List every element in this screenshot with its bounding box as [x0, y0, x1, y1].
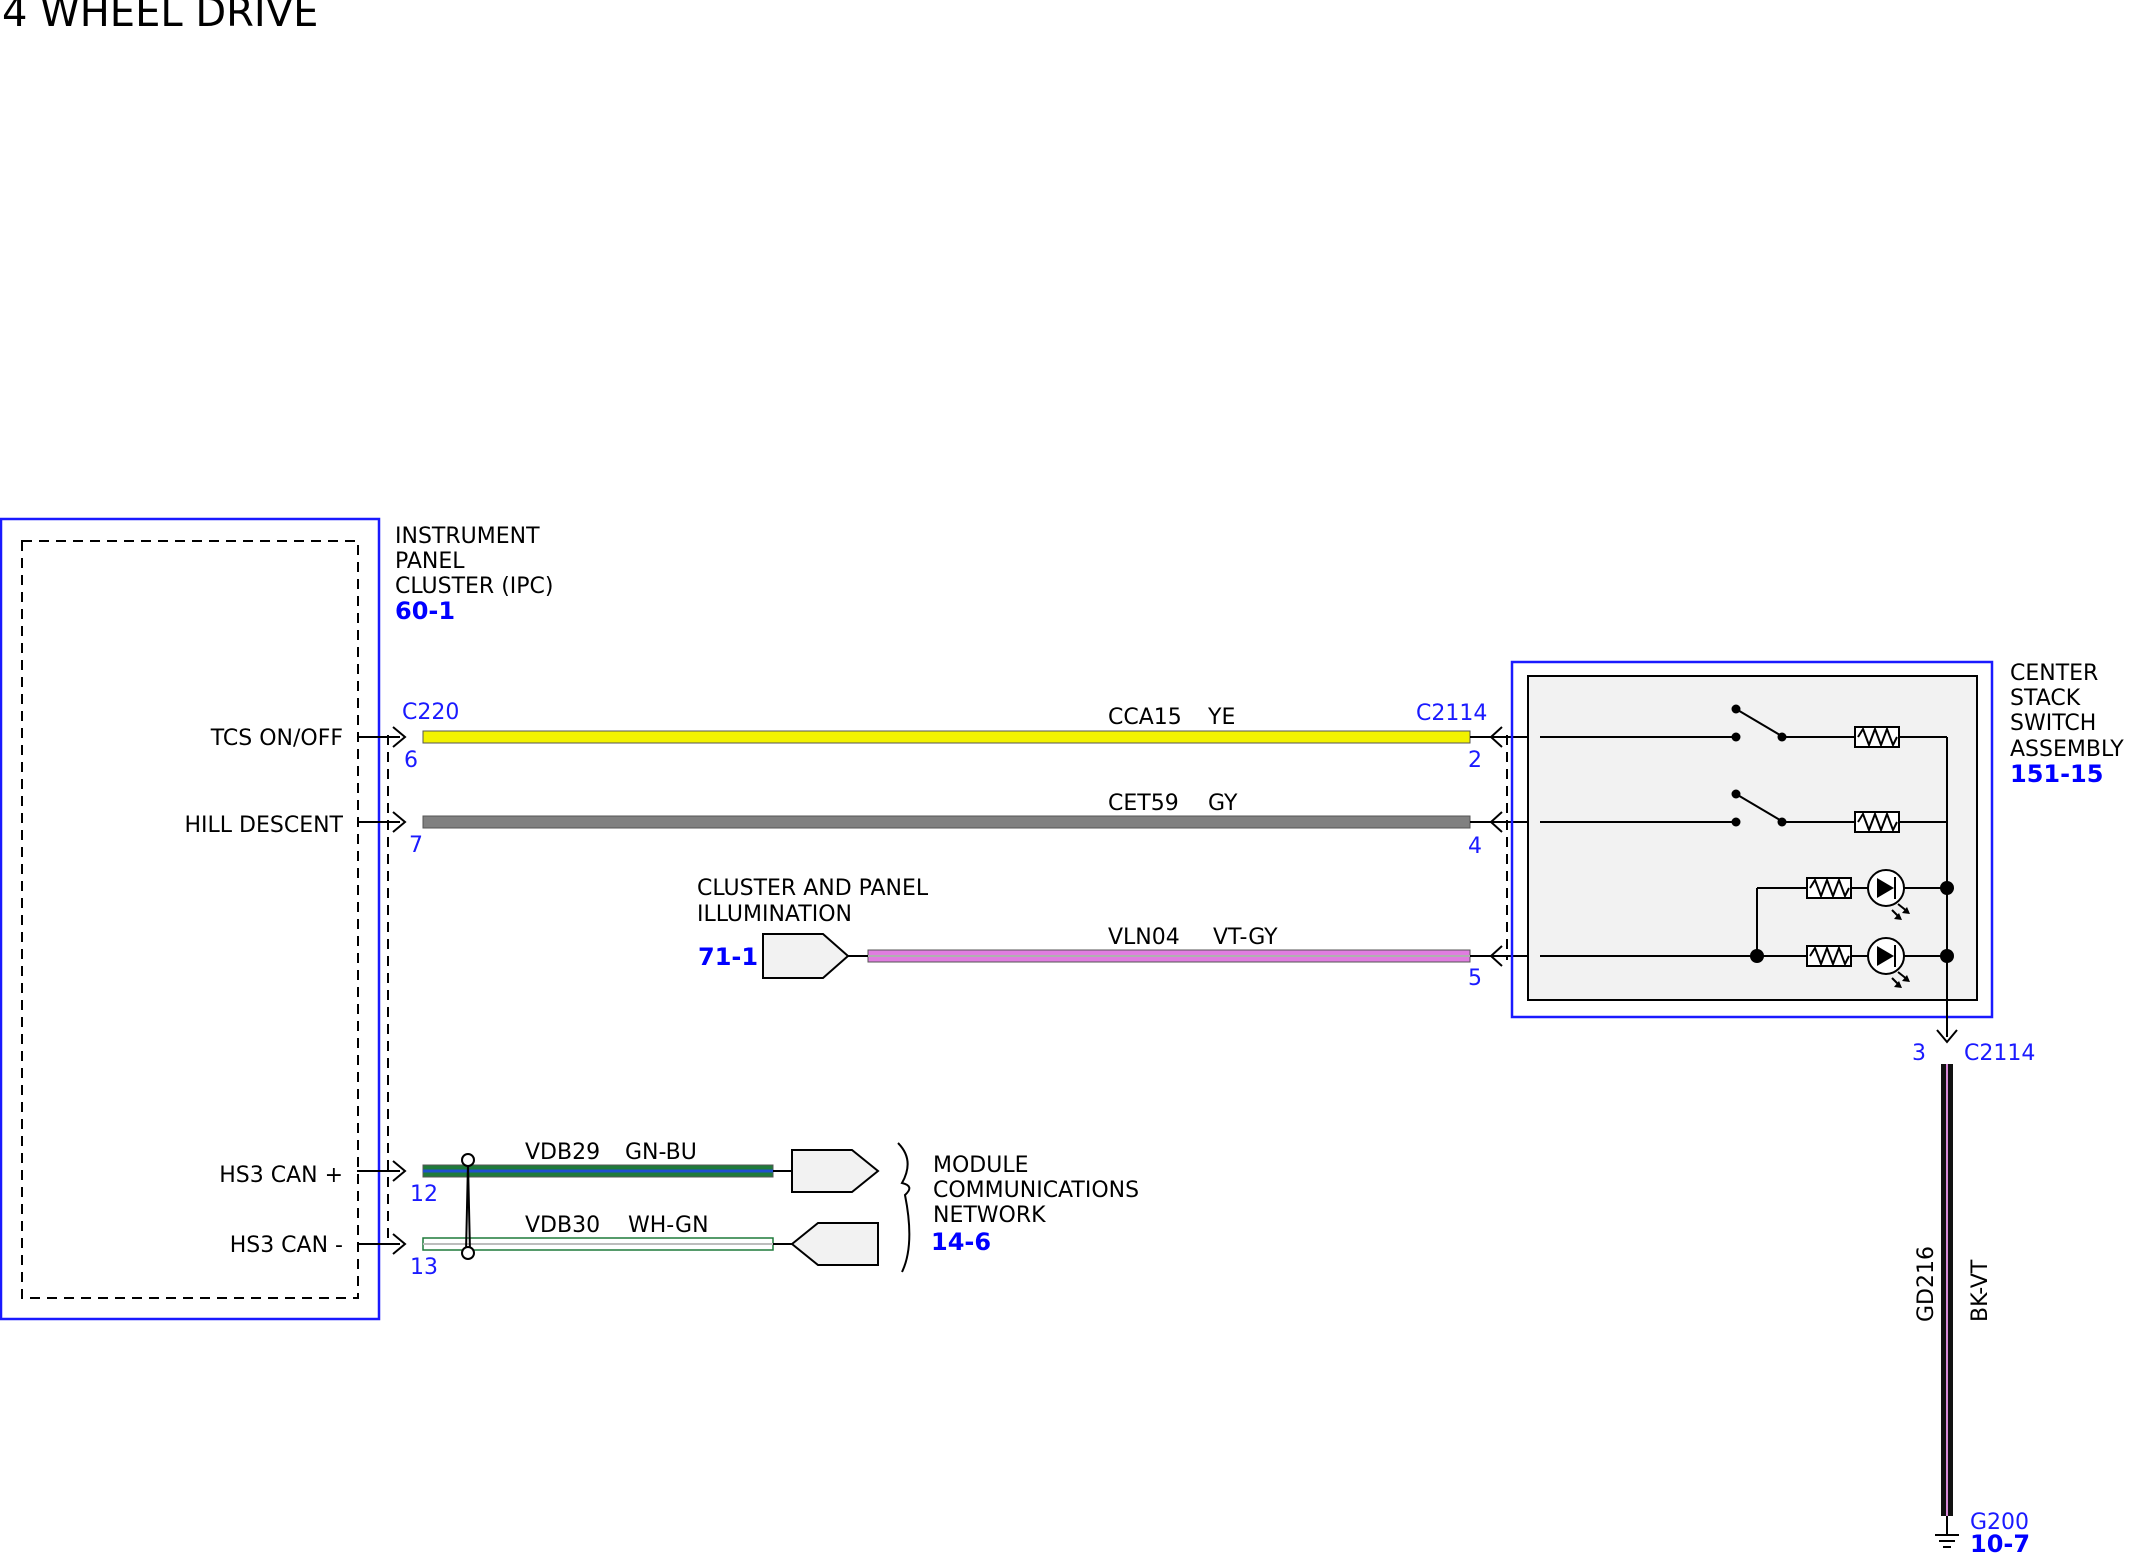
resistor-tcs-icon	[1854, 726, 1900, 748]
c2114-terminals: 2 4 5	[1468, 726, 1540, 991]
wire-gd216-circuit: GD216	[1914, 1246, 1939, 1322]
resistor-led-2-icon	[1806, 945, 1852, 967]
c220-pin-6-terminal	[392, 726, 407, 748]
c2114-pin-4: 4	[1468, 834, 1482, 859]
switch-assembly-ref-link[interactable]: 151-15	[2010, 760, 2103, 788]
wire-cca15-color: YE	[1207, 705, 1235, 730]
c2114-label-top: C2114	[1416, 701, 1487, 726]
network-name-line-1: MODULE	[933, 1153, 1029, 1178]
ground-name: G200	[1970, 1510, 2029, 1535]
ipc-name-line-1: INSTRUMENT	[395, 524, 540, 549]
ground-icon	[1935, 1534, 1959, 1548]
c220-pin-12: 12	[410, 1182, 438, 1207]
wire-cet59-body	[422, 815, 1471, 829]
network-reference[interactable]: MODULE COMMUNICATIONS NETWORK 14-6	[897, 1142, 1139, 1273]
wire-vdb30-color: WH-GN	[628, 1213, 709, 1238]
switch-assembly-outline	[1510, 660, 1994, 1019]
network-connector-plus	[791, 1149, 880, 1193]
wire-vdb30[interactable]: VDB30 WH-GN 13	[357, 1213, 879, 1280]
wire-vln04-color: VT-GY	[1213, 925, 1278, 950]
led-2-icon	[1867, 937, 1910, 988]
wire-cca15-body	[422, 730, 1471, 744]
wire-vdb30-circuit: VDB30	[525, 1213, 600, 1238]
twisted-pair-icon	[461, 1153, 475, 1260]
c220-pin-7: 7	[409, 833, 423, 858]
wire-cet59[interactable]: CET59 GY 7	[357, 791, 1471, 858]
ipc-pin-label-hill-descent: HILL DESCENT	[184, 813, 343, 838]
wire-gd216-color: BK-VT	[1968, 1259, 1993, 1322]
wire-vln04[interactable]: VLN04 VT-GY	[867, 925, 1471, 963]
network-name-line-2: COMMUNICATIONS	[933, 1178, 1139, 1203]
switch-assembly-name-line-1: CENTER	[2010, 661, 2098, 686]
wire-vdb29-color: GN-BU	[625, 1140, 697, 1165]
c220-pin-6: 6	[404, 748, 418, 773]
wire-cca15[interactable]: CCA15 YE 6	[357, 705, 1471, 773]
illumination-connector-shape	[762, 933, 850, 979]
wire-vdb29[interactable]: VDB29 GN-BU 12	[357, 1140, 880, 1207]
switch-assembly-inner-box	[1527, 675, 1978, 1001]
resistor-hill-descent-icon	[1854, 811, 1900, 833]
c220-label: C220	[402, 700, 459, 725]
c220-pin-13-terminal	[392, 1233, 407, 1255]
wire-cet59-circuit: CET59	[1108, 791, 1179, 816]
ipc-pin-label-hs3-can-plus: HS3 CAN +	[219, 1163, 343, 1188]
switch-assembly-module[interactable]: CENTER STACK SWITCH ASSEMBLY 151-15	[1510, 660, 2124, 1019]
wire-vdb29-circuit: VDB29	[525, 1140, 600, 1165]
network-connector-minus	[790, 1222, 879, 1266]
ipc-ref-link[interactable]: 60-1	[395, 597, 455, 625]
wire-vln04-circuit: VLN04	[1108, 925, 1180, 950]
illumination-ref-link[interactable]: 71-1	[698, 943, 758, 971]
network-brace	[897, 1142, 911, 1273]
ground-ref-link[interactable]: 10-7	[1970, 1530, 2030, 1555]
wire-cet59-color: GY	[1208, 791, 1238, 816]
c2114-label-bottom: C2114	[1964, 1041, 2035, 1066]
ipc-name-line-3: CLUSTER (IPC)	[395, 574, 554, 599]
switch-tcs-icon	[1731, 704, 1787, 742]
switch-assembly-name-line-4: ASSEMBLY	[2010, 737, 2124, 762]
c220-pin-12-terminal	[392, 1160, 407, 1182]
led-1-icon	[1867, 869, 1910, 920]
wire-gd216[interactable]: 3 C2114 GD216 BK-VT G200 10-7	[1912, 1017, 2035, 1555]
ipc-name-line-2: PANEL	[395, 549, 465, 574]
switch-assembly-name-line-3: SWITCH	[2010, 711, 2096, 736]
resistor-led-1-icon	[1806, 877, 1852, 899]
c2114-pin-2: 2	[1468, 748, 1482, 773]
illumination-reference[interactable]: CLUSTER AND PANEL ILLUMINATION 71-1	[697, 876, 929, 979]
network-ref-link[interactable]: 14-6	[931, 1228, 991, 1256]
switch-hill-descent-icon	[1731, 789, 1787, 827]
ipc-pin-label-tcs: TCS ON/OFF	[210, 726, 343, 751]
c220-pin-7-terminal	[392, 811, 407, 833]
wire-cca15-circuit: CCA15	[1108, 705, 1182, 730]
ipc-module[interactable]: INSTRUMENT PANEL CLUSTER (IPC) 60-1 TCS …	[0, 517, 554, 1321]
ipc-inner-box	[21, 540, 359, 1299]
c2114-pin-5: 5	[1468, 966, 1482, 991]
c2114-pin-3-terminal	[1936, 1029, 1958, 1044]
ipc-outline	[0, 517, 381, 1321]
ipc-pin-label-hs3-can-minus: HS3 CAN -	[230, 1233, 343, 1258]
illumination-name-line-2: ILLUMINATION	[697, 902, 852, 927]
illumination-name-line-1: CLUSTER AND PANEL	[697, 876, 929, 901]
network-name-line-3: NETWORK	[933, 1203, 1046, 1228]
page-title: 4 WHEEL DRIVE	[2, 0, 318, 36]
c220-pin-13: 13	[410, 1255, 438, 1280]
c2114-pin-3: 3	[1912, 1041, 1926, 1066]
switch-assembly-name-line-2: STACK	[2010, 686, 2081, 711]
